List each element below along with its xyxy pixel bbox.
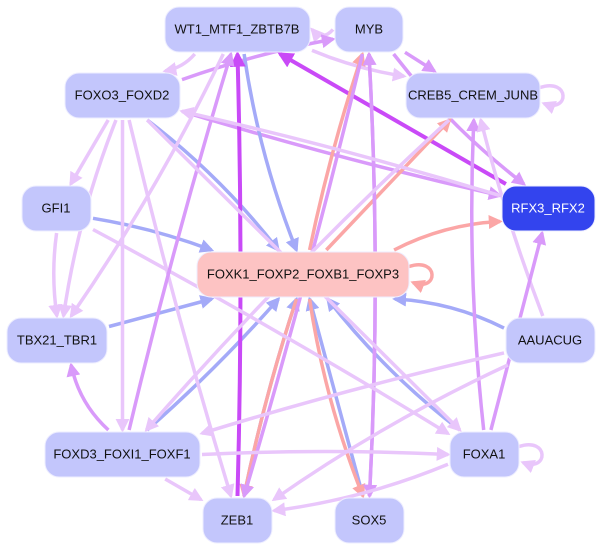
- edge-MYB-to-RFX3_RFX2: [392, 52, 527, 186]
- edge-FOXA1-to-FOXK1_FOXP2_FOXB1_FOXP3: [325, 296, 461, 432]
- node-label: AAUACUG: [518, 333, 582, 348]
- edge-GFI1-to-TBX21_TBR1: [48, 232, 63, 319]
- edge-GFI1-to-FOXK1_FOXP2_FOXB1_FOXP3: [92, 216, 215, 253]
- edge-AAUACUG-to-FOXD3_FOXI1_FOXF1: [199, 351, 505, 437]
- node-label: GFI1: [42, 201, 71, 216]
- edge-FOXA1-to-FOXA1: [518, 443, 544, 474]
- node-MYB[interactable]: MYB: [334, 6, 404, 53]
- node-RFX3_RFX2[interactable]: RFX3_RFX2: [501, 185, 596, 232]
- node-label: FOXO3_FOXD2: [75, 88, 170, 103]
- edge-AAUACUG-to-FOXK1_FOXP2_FOXB1_FOXP3: [392, 292, 505, 330]
- edge-FOXK1_FOXP2_FOXB1_FOXP3-to-SOX5: [307, 298, 366, 499]
- edge-TBX21_TBR1-to-FOXK1_FOXP2_FOXB1_FOXP3: [108, 295, 215, 329]
- edge-FOXD3_FOXI1_FOXF1-to-ZEB1: [164, 477, 204, 502]
- edge-FOXD3_FOXI1_FOXF1-to-FOXK1_FOXP2_FOXB1_FOXP3: [145, 296, 281, 432]
- edge-FOXD3_FOXI1_FOXF1-to-WT1_MTF1_ZBTB7B: [127, 51, 235, 431]
- edge-FOXA1-to-CREB5_CREM_JUNB: [466, 117, 486, 431]
- node-FOXD3_FOXI1_FOXF1[interactable]: FOXD3_FOXI1_FOXF1: [44, 431, 201, 478]
- edge-WT1_MTF1_ZBTB7B-to-FOXK1_FOXP2_FOXB1_FOXP3: [242, 53, 299, 253]
- edge-FOXK1_FOXP2_FOXB1_FOXP3-to-ZEB1: [239, 298, 299, 499]
- node-label: CREB5_CREM_JUNB: [408, 88, 538, 103]
- edge-FOXO3_FOXD2-to-MYB: [181, 34, 336, 82]
- node-label: MYB: [355, 22, 383, 37]
- node-FOXK1_FOXP2_FOXB1_FOXP3[interactable]: FOXK1_FOXP2_FOXB1_FOXP3: [196, 251, 410, 298]
- edge-MYB-to-CREB5_CREM_JUNB: [404, 50, 437, 73]
- edge-AAUACUG-to-ZEB1: [271, 363, 509, 502]
- node-label: WT1_MTF1_ZBTB7B: [175, 22, 300, 37]
- nodes-layer: WT1_MTF1_ZBTB7B MYB FOXO3_FOXD2 CREB5_CR…: [6, 6, 596, 544]
- node-AAUACUG[interactable]: AAUACUG: [505, 317, 596, 364]
- node-FOXA1[interactable]: FOXA1: [449, 431, 520, 478]
- edge-FOXO3_FOXD2-to-ZEB1: [127, 119, 235, 499]
- edge-MYB-to-WT1_MTF1_ZBTB7B: [310, 27, 335, 43]
- edge-GFI1-to-FOXA1: [92, 227, 451, 435]
- node-label: RFX3_RFX2: [511, 201, 585, 216]
- node-label: FOXA1: [463, 447, 506, 462]
- node-label: TBX21_TBR1: [17, 333, 97, 348]
- node-SOX5[interactable]: SOX5: [334, 497, 405, 544]
- node-WT1_MTF1_ZBTB7B[interactable]: WT1_MTF1_ZBTB7B: [164, 6, 311, 53]
- edge-FOXA1-to-ZEB1: [271, 462, 449, 517]
- node-CREB5_CREM_JUNB[interactable]: CREB5_CREM_JUNB: [405, 72, 541, 119]
- edge-FOXK1_FOXP2_FOXB1_FOXP3-to-FOXK1_FOXP2_FOXB1_FOXP3: [408, 263, 434, 294]
- edge-RFX3_RFX2-to-FOXO3_FOXD2: [179, 106, 501, 198]
- edge-FOXD3_FOXI1_FOXF1-to-FOXA1: [201, 446, 451, 461]
- node-label: FOXD3_FOXI1_FOXF1: [53, 447, 190, 462]
- edge-FOXO3_FOXD2-to-GFI1: [69, 119, 110, 187]
- edge-WT1_MTF1_ZBTB7B-to-TBX21_TBR1: [69, 53, 225, 319]
- node-GFI1[interactable]: GFI1: [21, 185, 92, 232]
- edge-FOXK1_FOXP2_FOXB1_FOXP3-to-RFX3_RFX2: [393, 215, 503, 252]
- edge-FOXK1_FOXP2_FOXB1_FOXP3-to-CREB5_CREM_JUNB: [325, 117, 452, 252]
- edge-FOXD3_FOXI1_FOXF1-to-TBX21_TBR1: [66, 362, 110, 432]
- edge-RFX3_RFX2-to-WT1_MTF1_ZBTB7B: [277, 52, 507, 186]
- edge-SOX5-to-FOXK1_FOXP2_FOXB1_FOXP3: [305, 296, 365, 497]
- edge-WT1_MTF1_ZBTB7B-to-FOXO3_FOXD2: [162, 52, 197, 76]
- node-label: FOXK1_FOXP2_FOXB1_FOXP3: [207, 267, 399, 282]
- node-label: ZEB1: [221, 513, 254, 528]
- edge-FOXO3_FOXD2-to-FOXK1_FOXP2_FOXB1_FOXP3: [146, 118, 281, 253]
- edge-CREB5_CREM_JUNB-to-CREB5_CREM_JUNB: [539, 84, 565, 115]
- node-ZEB1[interactable]: ZEB1: [202, 497, 273, 544]
- node-TBX21_TBR1[interactable]: TBX21_TBR1: [6, 317, 108, 364]
- node-label: SOX5: [352, 513, 387, 528]
- node-FOXO3_FOXD2[interactable]: FOXO3_FOXD2: [64, 72, 181, 119]
- edge-FOXK1_FOXP2_FOXB1_FOXP3-to-MYB: [307, 51, 366, 251]
- edge-FOXO3_FOXD2-to-RFX3_RFX2: [181, 109, 503, 200]
